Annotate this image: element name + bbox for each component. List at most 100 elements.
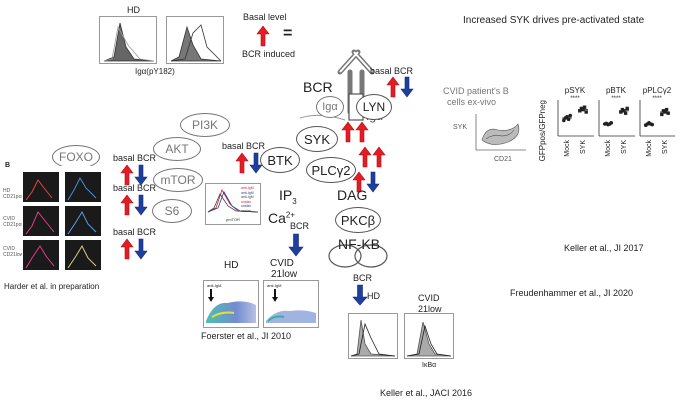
ikba-axis-label: IκBα: [422, 362, 437, 369]
node-pkcb: PKCβ: [335, 207, 381, 233]
panel-b-label: B: [5, 162, 11, 169]
point-pBTK-SYK-4: [625, 106, 629, 111]
foerster-cvid-anti-igm: anti-IgM: [267, 283, 282, 288]
dag-down-arrow-icon: [366, 171, 380, 193]
cvid-exvivo-flow-plot: [475, 114, 526, 151]
keller-cvid-histogram: [404, 313, 454, 359]
akt-basal-bcr-label: basal BCR: [113, 153, 157, 163]
bcr-hd-down-arrow-icon: [352, 284, 368, 306]
node-mtor: mTOR: [153, 168, 203, 192]
ptor-axis-label: pmTOR: [226, 217, 240, 222]
point-pPLCγ2-SYK-0: [660, 112, 664, 117]
hd-histogram-2: [166, 16, 224, 64]
akt-bcr-down-arrow-icon: [134, 164, 148, 186]
row-label-3a: CVID: [3, 246, 15, 252]
ca-label: Ca2+: [268, 210, 296, 226]
lyn-bcr-down-arrow-icon: [400, 76, 414, 98]
mini-legend-5: unstim: [241, 204, 252, 208]
category-label-pBTK-SYK: SYK: [621, 140, 628, 154]
point-pSYK-SYK-4: [584, 110, 588, 114]
chart-ylabel: GFPpos/GFPneg: [538, 100, 547, 162]
mini-legend-6: unstim: [241, 208, 252, 213]
ca-bcr-down-arrow-icon: [288, 233, 304, 257]
panel-significance-0: ****: [570, 96, 580, 102]
mini-legend-4: unstim: [241, 199, 252, 204]
bcr-hd-bcr-label: BCR: [353, 273, 373, 283]
dag-label: DAG: [337, 187, 368, 203]
btk-basal-up-arrow-icon: [235, 152, 249, 174]
harder-flow-panels: [22, 166, 102, 272]
node-pi3k: PI3K: [180, 113, 230, 137]
node-foxo: FOXO: [52, 145, 100, 169]
row-label-3b: CD21low: [3, 252, 24, 258]
mtor-basal-up-arrow-icon: [120, 194, 134, 216]
panel-title-2: pPLCγ2: [643, 86, 672, 95]
red-up-arrow-icon: [256, 25, 270, 47]
cd21-axis-label: CD21: [494, 156, 512, 163]
node-plcg2: PLCγ2: [306, 157, 356, 183]
btk-bcr-down-arrow-icon: [249, 152, 263, 174]
foerster-cvid-label-2: 21low: [271, 269, 298, 280]
cvid-exvivo-line2: cells ex-vivo: [447, 97, 497, 107]
ca-bcr-label: BCR: [290, 221, 310, 231]
equals-sign: =: [283, 25, 293, 42]
node-nfkb: NF-KB: [338, 236, 380, 252]
panel-significance-2: ****: [652, 96, 662, 102]
bcr-induced-label: BCR induced: [242, 49, 296, 59]
category-label-pBTK-Mock: Mock: [605, 140, 612, 157]
akt-basal-up-arrow-icon: [120, 164, 134, 186]
row-label-1b: CD21pos: [3, 194, 24, 200]
bcr-hd-hd-label: HD: [367, 291, 380, 301]
keller-hd-histogram: [348, 313, 398, 359]
mtor-bcr-down-arrow-icon: [134, 194, 148, 216]
panel-significance-1: ****: [611, 96, 621, 102]
iga-py-axis-label: Igα(pY182): [135, 67, 175, 76]
cvid21-label-1: CVID: [418, 293, 440, 303]
bcr-label: BCR: [303, 79, 333, 95]
cvid21-label-2: 21low: [418, 304, 442, 314]
point-pSYK-SYK-3: [582, 105, 587, 109]
point-pBTK-SYK-0: [619, 110, 623, 114]
node-akt: AKT: [153, 137, 201, 161]
node-lyn: LYN: [356, 94, 392, 120]
point-pPLCγ2-SYK-3: [664, 107, 669, 112]
foerster-reference: Foerster et al., JI 2010: [201, 331, 292, 341]
foerster-cvid-label-1: CVID: [270, 258, 294, 269]
point-pPLCγ2-Mock-4: [650, 122, 654, 127]
dag-up-arrow-icon: [352, 171, 366, 193]
category-label-pPLCγ2-SYK: SYK: [662, 140, 669, 154]
btk-basal-bcr-label: basal BCR: [222, 141, 266, 151]
category-label-pSYK-Mock: Mock: [564, 140, 571, 157]
panel-title-0: pSYK: [565, 86, 586, 95]
point-pSYK-SYK-0: [578, 109, 582, 113]
freudenhammer-reference: Freudenhammer et al., JI 2020: [510, 288, 634, 298]
row-label-2a: CVID: [3, 216, 15, 222]
mini-legend-1: anti-IgM: [241, 186, 254, 190]
node-syk: SYK: [296, 126, 338, 152]
row-label-2b: CD21pos: [3, 222, 24, 228]
plcg2-basal-up-arrow-icon: [358, 146, 372, 168]
ptor-histogram: anti-IgM anti-IgM anti-IgM unstim unstim…: [205, 183, 261, 225]
hd-label: HD: [127, 5, 140, 15]
lyn-basal-up-arrow-icon: [386, 76, 400, 98]
s6-basal-up-arrow-icon: [120, 238, 134, 260]
syk-basal-up-arrow-icon: [341, 121, 355, 143]
mini-legend-3: anti-IgM: [241, 195, 254, 199]
ip3-label: IP3: [279, 187, 297, 206]
harder-reference: Harder et al. in preparation: [4, 282, 100, 291]
hd-histogram-1: [99, 16, 157, 64]
page-title: Increased SYK drives pre-activated state: [463, 15, 645, 26]
cvid-exvivo-line1: CVID patient's B: [443, 86, 509, 96]
plcg2-bcr-up-arrow-icon: [372, 146, 386, 168]
node-btk: BTK: [260, 147, 300, 173]
point-pBTK-SYK-3: [623, 111, 628, 115]
foerster-cvid-plot: anti-IgM: [263, 280, 319, 328]
foerster-hd-plot: anti-IgM: [203, 280, 259, 328]
syk-bcr-up-arrow-icon: [355, 121, 369, 143]
syk-axis-label: SYK: [453, 124, 468, 131]
keller2016-reference: Keller et al., JACI 2016: [380, 388, 473, 398]
lyn-basal-bcr-label: basal BCR: [370, 66, 414, 76]
foerster-hd-label: HD: [224, 260, 239, 271]
row-label-1a: HD: [3, 188, 11, 194]
foerster-hd-anti-igm: anti-IgM: [207, 283, 222, 288]
